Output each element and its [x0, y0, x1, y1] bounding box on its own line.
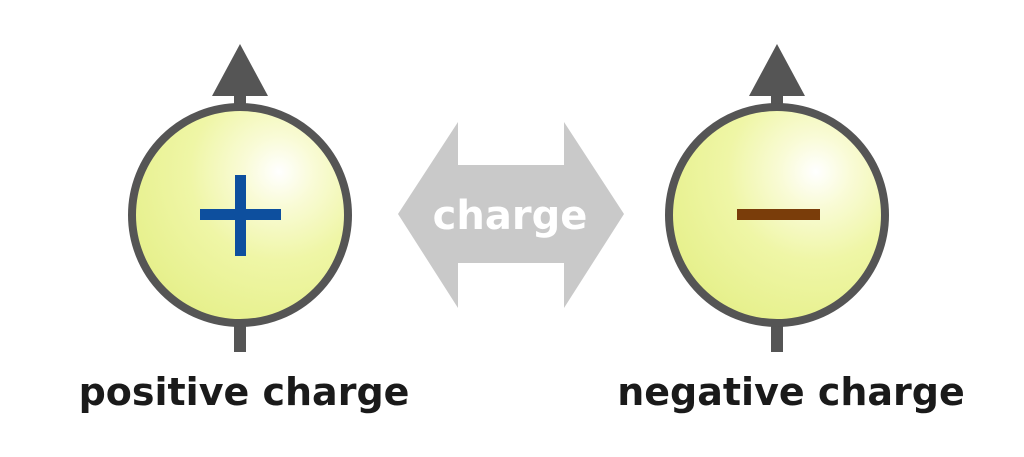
- positive-particle: [128, 44, 352, 352]
- plus-sign-icon: [200, 175, 281, 256]
- up-arrow-icon: [749, 44, 805, 96]
- negative-charge-label: negative charge: [617, 370, 965, 414]
- positive-spin-axis-bottom: [234, 320, 246, 352]
- double-headed-arrow-icon: [398, 122, 624, 308]
- up-arrow-icon: [212, 44, 268, 96]
- negative-particle: [665, 44, 889, 352]
- positive-charge-label: positive charge: [79, 370, 410, 414]
- connector-label: charge: [433, 193, 588, 239]
- minus-sign-icon: [737, 209, 820, 220]
- charge-connector: charge: [398, 122, 624, 308]
- negative-spin-axis-bottom: [771, 320, 783, 352]
